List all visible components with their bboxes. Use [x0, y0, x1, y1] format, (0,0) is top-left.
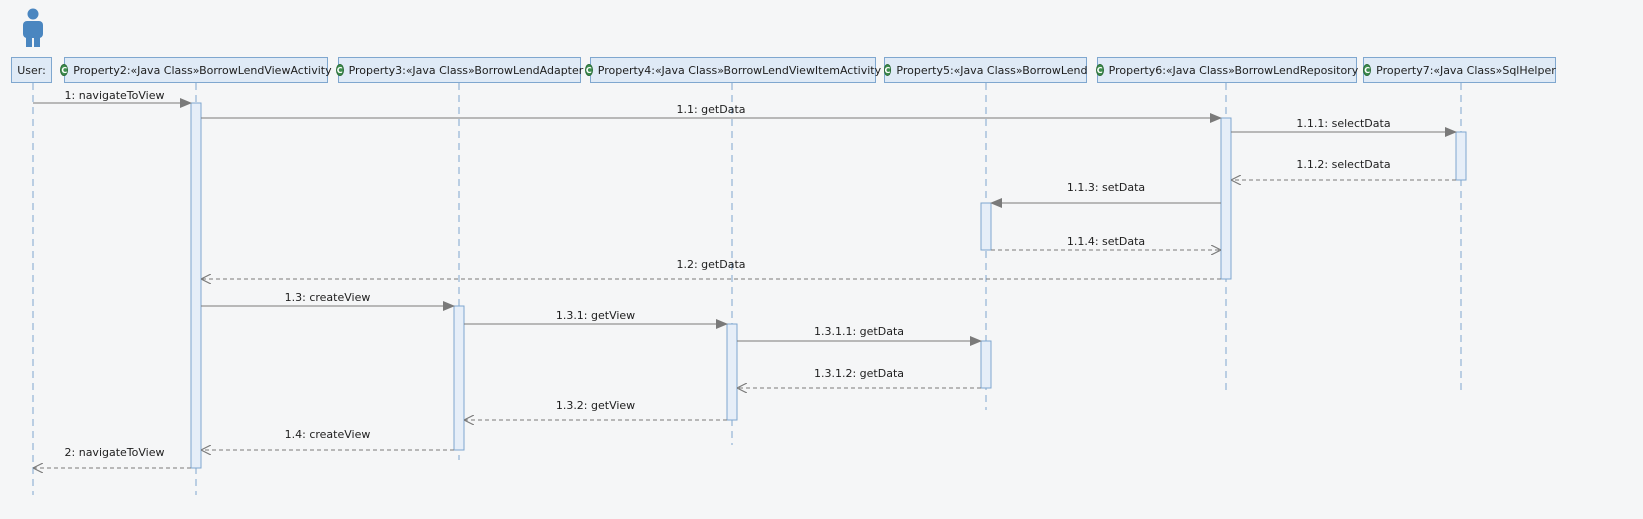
lifeline-header-borrowlendrepository[interactable]: C Property6:«Java Class»BorrowLendReposi…	[1095, 57, 1359, 83]
message-label: 1.3.1.1: getData	[813, 325, 905, 338]
activation-bar	[453, 305, 465, 451]
message-label: 1.1.3: setData	[1066, 181, 1146, 194]
message-label: 1.1.2: selectData	[1296, 158, 1391, 171]
activation-bar	[726, 323, 738, 421]
lifeline-label: Property2:«Java Class»BorrowLendViewActi…	[73, 63, 332, 77]
message-label: 1.2: getData	[676, 258, 746, 271]
class-icon: C	[584, 64, 593, 76]
message-label: 1.3.2: getView	[555, 399, 636, 412]
activation-bar	[1220, 117, 1232, 280]
class-icon: C	[883, 64, 892, 76]
class-icon: C	[335, 64, 344, 76]
message-label: 1: navigateToView	[64, 89, 165, 102]
message-label: 1.1.1: selectData	[1296, 117, 1391, 130]
lifeline-header-borrowlend[interactable]: C Property5:«Java Class»BorrowLend	[883, 57, 1088, 83]
activation-bar	[190, 102, 202, 469]
class-icon: C	[60, 64, 69, 76]
lifeline-label: Property4:«Java Class»BorrowLendViewItem…	[597, 63, 882, 77]
lifeline-label: Property6:«Java Class»BorrowLendReposito…	[1108, 63, 1359, 77]
lifeline-header-borrowlendviewitemactivity[interactable]: C Property4:«Java Class»BorrowLendViewIt…	[584, 57, 881, 83]
activation-bar	[1455, 131, 1467, 181]
message-label: 1.3.1.2: getData	[813, 367, 905, 380]
person-icon	[20, 8, 46, 48]
lifeline-label: Property5:«Java Class»BorrowLend	[896, 63, 1088, 77]
activation-bar	[980, 340, 992, 389]
message-label: 1.1.4: setData	[1066, 235, 1146, 248]
message-label: 1.3.1: getView	[555, 309, 636, 322]
message-label: 1.1: getData	[676, 103, 746, 116]
message-label: 1.4: createView	[284, 428, 371, 441]
message-label: 1.3: createView	[284, 291, 371, 304]
lifeline-label: Property3:«Java Class»BorrowLendAdapter	[348, 63, 584, 77]
lifeline-label: User:	[17, 63, 46, 77]
activation-bar	[980, 202, 992, 251]
lifeline-label: Property7:«Java Class»SqlHelper	[1376, 63, 1556, 77]
lifeline-header-borrowlendviewactivity[interactable]: C Property2:«Java Class»BorrowLendViewAc…	[60, 57, 332, 83]
message-label: 2: navigateToView	[64, 446, 165, 459]
lifeline-header-borrowlendadapter[interactable]: C Property3:«Java Class»BorrowLendAdapte…	[335, 57, 584, 83]
lifeline-header-user[interactable]: User:	[11, 57, 52, 83]
class-icon: C	[1363, 64, 1372, 76]
class-icon: C	[1095, 64, 1104, 76]
lifeline-header-sqlhelper[interactable]: C Property7:«Java Class»SqlHelper	[1363, 57, 1556, 83]
